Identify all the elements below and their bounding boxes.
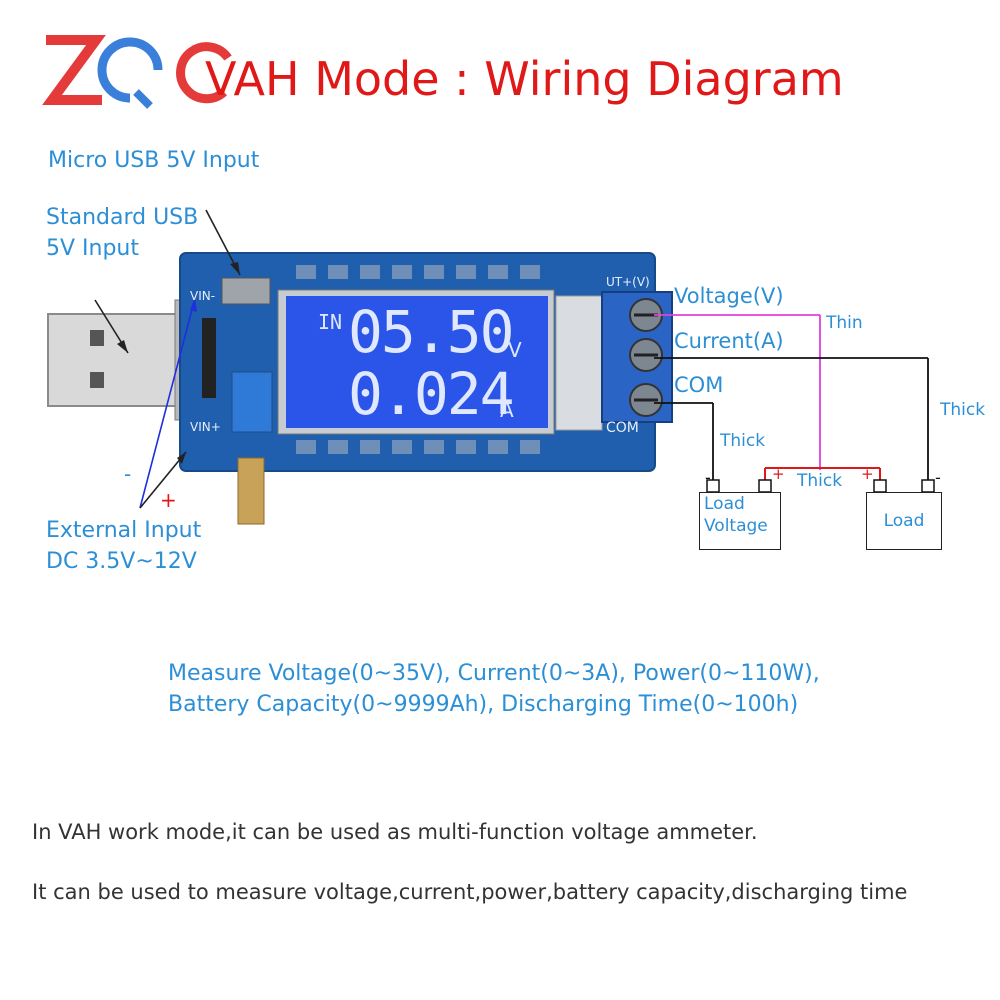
plus-label: +: [160, 488, 177, 512]
usb-plug: [47, 313, 184, 407]
pin-vin-minus-label: VIN-: [190, 289, 216, 303]
pin-com-label: COM: [606, 420, 639, 436]
load-voltage-plus: +: [772, 465, 785, 483]
thick-wire-middle-label: Thick: [797, 471, 843, 491]
external-input-label: External Input: [46, 518, 202, 543]
load-plus: +: [861, 465, 874, 483]
load-minus: -: [935, 468, 941, 487]
com-terminal-label: COM: [674, 373, 724, 397]
page-title: VAH Mode : Wiring Diagram: [205, 52, 844, 106]
external-input-range-label: DC 3.5V~12V: [46, 549, 197, 574]
load-label: Load: [883, 511, 925, 531]
load-box: Load: [866, 492, 942, 550]
potentiometer-knob: [237, 457, 265, 525]
load-voltage-box: Load Voltage: [699, 492, 781, 550]
lcd-screen: [286, 296, 548, 428]
lcd-voltage-value: 05.50: [348, 298, 515, 366]
thick-wire-com-label: Thick: [720, 431, 766, 451]
load-voltage-minus: -: [705, 468, 711, 487]
thick-wire-right-label: Thick: [940, 400, 986, 420]
lcd-in-label: IN: [318, 310, 343, 334]
pin-out-label: UT+(V): [606, 275, 650, 289]
measure-line-2: Battery Capacity(0~9999Ah), Discharging …: [168, 692, 799, 717]
standard-usb-label-2: 5V Input: [46, 236, 140, 261]
load-voltage-label-2: Voltage: [704, 516, 768, 536]
standard-usb-label: Standard USB: [46, 205, 199, 230]
zqc-logo: [42, 35, 232, 109]
voltage-terminal-label: Voltage(V): [674, 284, 784, 308]
pin-vin-plus-label: VIN+: [190, 420, 221, 434]
note-2: It can be used to measure voltage,curren…: [32, 880, 908, 904]
measure-ranges: Measure Voltage(0~35V), Current(0~3A), P…: [168, 658, 928, 720]
lcd-current-unit: A: [500, 398, 514, 422]
note-1: In VAH work mode,it can be used as multi…: [32, 820, 758, 844]
micro-usb-label: Micro USB 5V Input: [48, 148, 260, 173]
load-voltage-label-1: Load: [704, 494, 745, 514]
lcd-current-value: 0.024: [348, 360, 515, 428]
thin-wire-label: Thin: [826, 313, 863, 333]
lcd-voltage-unit: V: [508, 338, 522, 362]
current-terminal-label: Current(A): [674, 329, 784, 353]
micro-usb-socket: [221, 277, 271, 305]
minus-label: -: [124, 462, 132, 486]
measure-line-1: Measure Voltage(0~35V), Current(0~3A), P…: [168, 661, 820, 686]
